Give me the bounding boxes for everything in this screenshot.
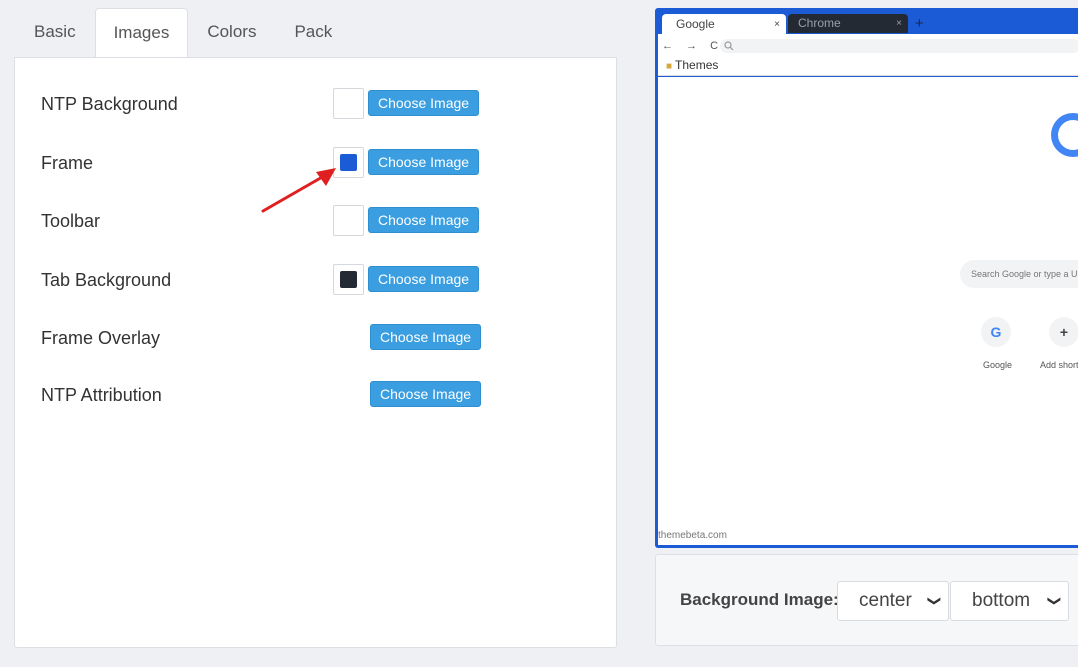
row-toolbar: Toolbar Choose Image: [15, 205, 616, 239]
annotation-arrow-icon: [261, 168, 336, 213]
row-frame-overlay: Frame Overlay Choose Image: [15, 322, 616, 356]
add-shortcut-icon: +: [1049, 317, 1078, 347]
tab-colors[interactable]: Colors: [207, 22, 257, 41]
tab-images[interactable]: Images: [94, 8, 189, 58]
tab-background-color-swatch[interactable]: [333, 264, 364, 295]
search-icon: [724, 41, 734, 51]
preview-toolbar: ← → C ■Themes: [658, 34, 1078, 76]
theme-preview: Google × Chrome × + ← → C ■Themes Search…: [655, 8, 1078, 548]
frame-choose-image-button[interactable]: Choose Image: [368, 149, 480, 175]
ntp-background-label: NTP Background: [41, 94, 178, 114]
ntp-background-choose-image-button[interactable]: Choose Image: [368, 90, 480, 116]
preview-bookmark-label: Themes: [675, 58, 719, 72]
frame-color-swatch[interactable]: [333, 147, 364, 178]
background-position-x-value: center: [859, 590, 912, 611]
new-tab-icon: +: [915, 15, 924, 32]
preview-shortcut-add-label: Add shortcut: [1040, 360, 1078, 370]
preview-active-tab-title: Google: [676, 17, 715, 31]
preview-active-tab: Google ×: [662, 14, 786, 34]
frame-overlay-label: Frame Overlay: [41, 328, 161, 348]
preview-search-box: Search Google or type a URL: [960, 260, 1078, 288]
navigation-icons: ← → C: [662, 40, 724, 52]
tab-background-choose-image-button[interactable]: Choose Image: [368, 266, 480, 292]
preview-shortcut-google-label: Google: [983, 360, 1013, 370]
tab-background-label: Tab Background: [41, 270, 172, 290]
row-frame: Frame Choose Image: [15, 147, 616, 181]
ntp-attribution-label: NTP Attribution: [41, 385, 162, 405]
google-logo-icon: [1051, 113, 1078, 157]
toolbar-label: Toolbar: [41, 211, 101, 231]
preview-bookmark-themes: ■Themes: [666, 58, 718, 72]
tab-bar: Basic Images Colors Pack: [14, 8, 351, 58]
preview-new-tab-page: Search Google or type a URL G Google + A…: [658, 77, 1078, 545]
row-ntp-background: NTP Background Choose Image: [15, 88, 616, 122]
background-position-y-select[interactable]: bottom ❯: [950, 581, 1069, 621]
toolbar-choose-image-button[interactable]: Choose Image: [368, 207, 480, 233]
row-tab-background: Tab Background Choose Image: [15, 264, 616, 298]
row-ntp-attribution: NTP Attribution Choose Image: [15, 379, 616, 413]
frame-color-fill: [340, 154, 357, 171]
preview-omnibox: [720, 39, 1078, 53]
preview-inactive-tab: Chrome ×: [788, 14, 908, 33]
close-icon: ×: [896, 18, 902, 29]
tab-background-color-fill: [340, 271, 357, 288]
preview-attribution: themebeta.com: [658, 530, 727, 541]
ntp-attribution-choose-image-button[interactable]: Choose Image: [370, 381, 482, 407]
google-shortcut-icon: G: [981, 317, 1011, 347]
background-image-label: Background Image:: [680, 590, 839, 609]
chevron-down-icon: ❯: [927, 595, 943, 607]
tab-basic[interactable]: Basic: [34, 22, 76, 41]
close-icon: ×: [774, 19, 780, 30]
images-panel: NTP Background Choose Image Frame Choose…: [14, 57, 617, 648]
background-image-options: Background Image: center ❯ bottom ❯: [655, 554, 1078, 646]
frame-overlay-choose-image-button[interactable]: Choose Image: [370, 324, 482, 350]
ntp-background-color-swatch[interactable]: [333, 88, 364, 119]
background-position-y-value: bottom: [972, 590, 1031, 611]
preview-inactive-tab-title: Chrome: [798, 16, 841, 30]
tab-pack[interactable]: Pack: [294, 22, 333, 41]
chevron-down-icon: ❯: [1047, 595, 1063, 607]
toolbar-color-swatch[interactable]: [333, 205, 364, 236]
folder-icon: ■: [666, 61, 673, 72]
frame-label: Frame: [41, 153, 94, 173]
background-position-x-select[interactable]: center ❯: [837, 581, 949, 621]
